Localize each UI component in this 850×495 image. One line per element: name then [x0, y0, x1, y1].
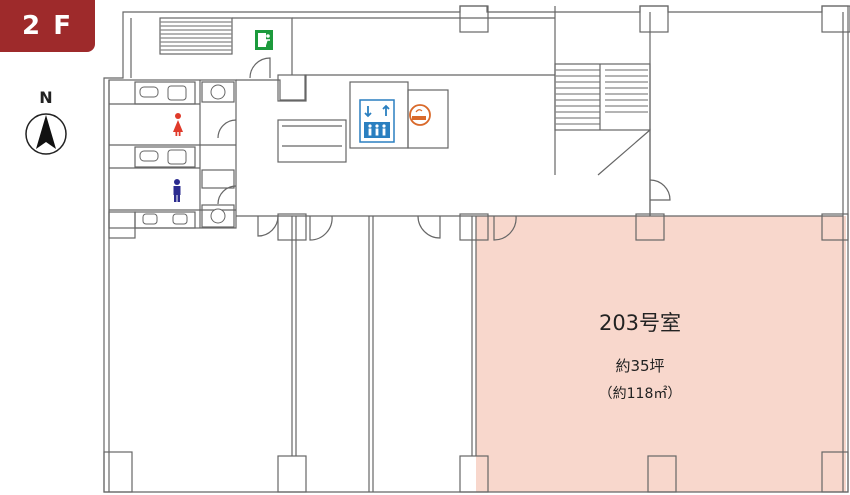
female-restroom-icon — [173, 113, 183, 136]
emergency-exit-icon — [255, 30, 273, 50]
male-restroom-icon — [173, 179, 181, 202]
room-name: 203号室 — [598, 311, 682, 335]
north-label: N — [39, 88, 53, 107]
room-area-m2: （約118㎡） — [598, 386, 682, 402]
stairs-upper-left — [159, 17, 233, 55]
north-arrow-icon — [25, 113, 67, 155]
smoking-area-icon — [409, 104, 431, 126]
floor-badge: 2 F — [0, 0, 95, 52]
room-area-tsubo: 約35坪 — [615, 357, 665, 375]
north-indicator: N — [22, 88, 70, 160]
elevator-icon — [359, 99, 395, 143]
floor-label: 2 F — [22, 11, 73, 41]
room-203-area — [476, 216, 846, 492]
